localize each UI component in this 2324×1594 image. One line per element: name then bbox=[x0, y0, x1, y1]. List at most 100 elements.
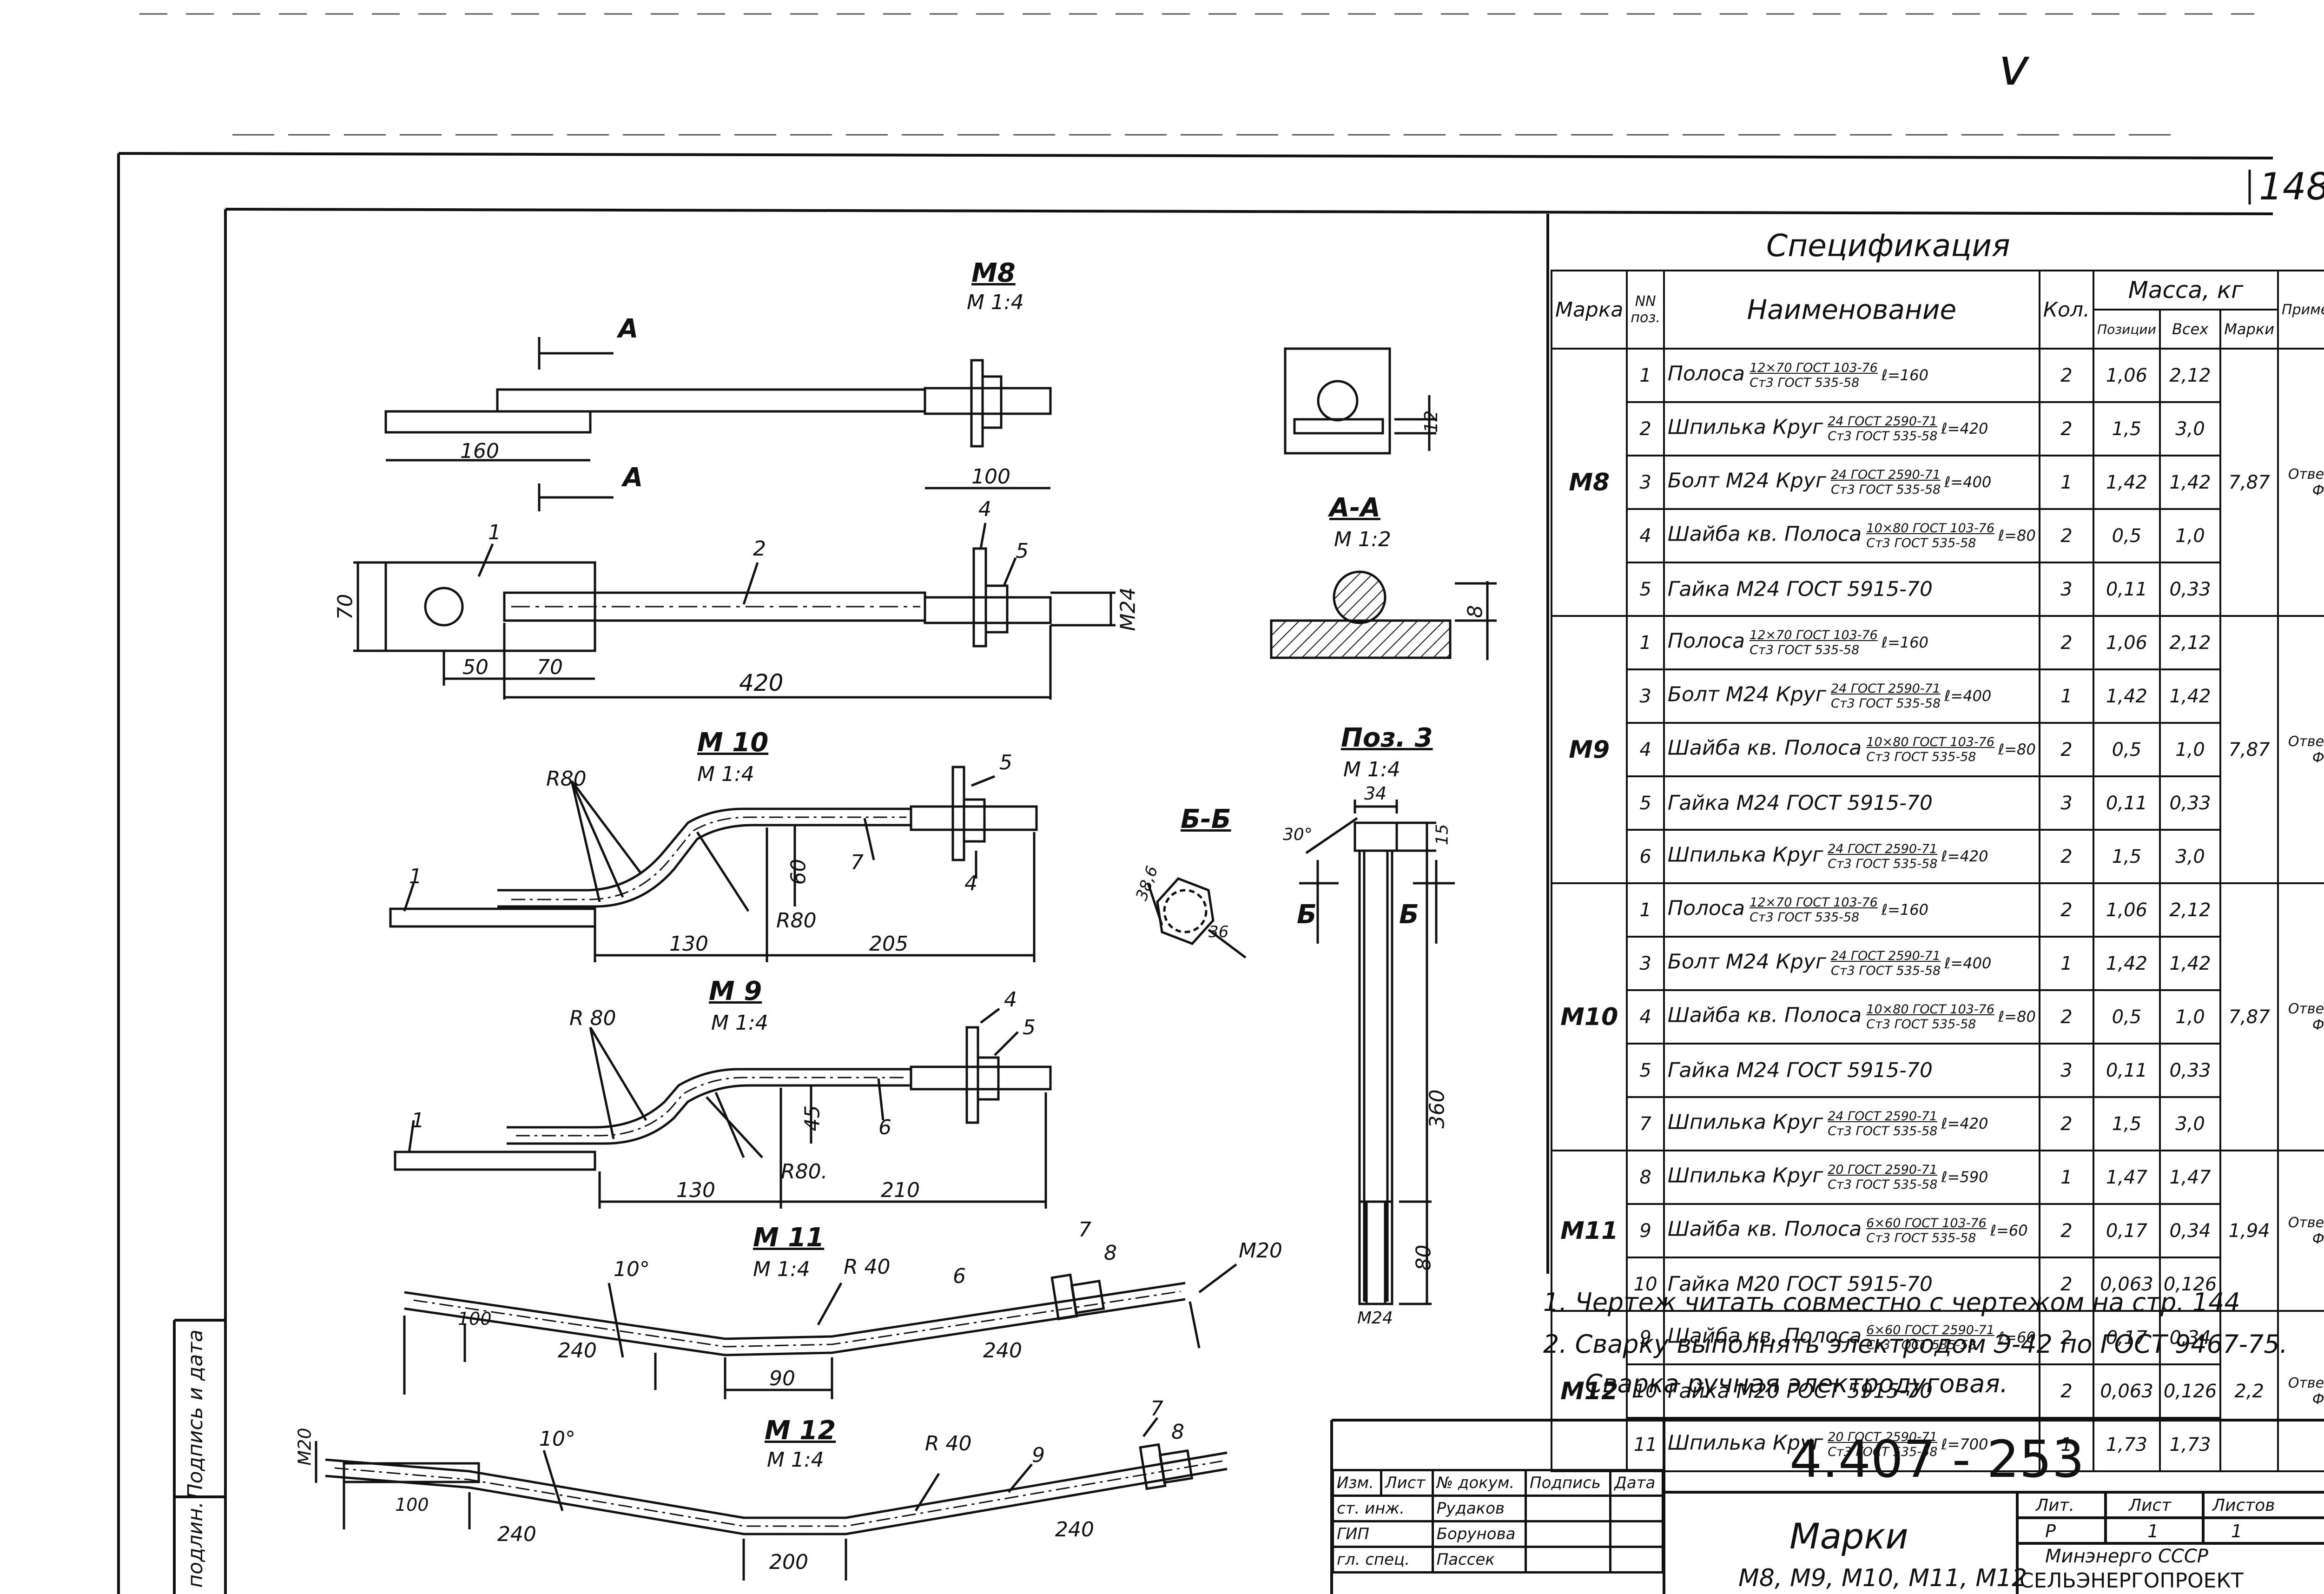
pos3-dim-80: 80 bbox=[1412, 1244, 1436, 1271]
sheet-number: 148 bbox=[2259, 165, 2324, 208]
spec-qty: 1 bbox=[2038, 455, 2095, 510]
spec-pos: 6 bbox=[1626, 829, 1665, 884]
stamp-h-izm: Изм. bbox=[1331, 1469, 1383, 1497]
m12-dim-100: 100 bbox=[395, 1495, 429, 1515]
spec-mark: M11 bbox=[1550, 1150, 1628, 1312]
spec-mass-pos: 1,5 bbox=[2093, 1096, 2161, 1151]
spec-item-standard-top: 24 ГОСТ 2590-71 bbox=[1830, 467, 1941, 482]
spec-pos: 9 bbox=[1626, 1310, 1665, 1365]
m8-dim-50: 50 bbox=[462, 655, 489, 679]
spec-pos: 7 bbox=[1626, 1096, 1665, 1151]
spec-pos: 10 bbox=[1626, 1257, 1665, 1312]
pos3-dim-34: 34 bbox=[1364, 783, 1387, 804]
m10-dim-205: 205 bbox=[869, 932, 908, 956]
spec-item-type: Полоса bbox=[1667, 629, 1745, 653]
spec-mass-pos: 1,06 bbox=[2093, 348, 2161, 403]
spec-item-standard-bottom: Ст3 ГОСТ 535-58 bbox=[1830, 696, 1941, 711]
spec-item-type: Гайка M20 ГОСТ 5915-70 bbox=[1667, 1272, 1933, 1296]
stamp-lit-label: Лит. bbox=[2036, 1496, 2074, 1515]
bb-dim-36: 36 bbox=[1208, 923, 1229, 941]
spec-item-length: ℓ=400 bbox=[1944, 954, 1992, 972]
m8-pos-5: 5 bbox=[1016, 539, 1029, 563]
spec-item-standard-top: 6×60 ГОСТ 2590-71 bbox=[1866, 1323, 1995, 1337]
spec-pos: 3 bbox=[1626, 455, 1665, 510]
spec-item-length: ℓ=80 bbox=[1998, 527, 2036, 544]
m9-dim-r80b: R80. bbox=[781, 1160, 828, 1184]
m11-dim-r40: R 40 bbox=[844, 1255, 891, 1279]
m12-dim-10: 10° bbox=[539, 1427, 575, 1451]
spec-item-standard-bottom: Ст3 ГОСТ 535-58 bbox=[1866, 1017, 1976, 1032]
spec-item-standard-top: 24 ГОСТ 2590-71 bbox=[1830, 681, 1941, 696]
title-block-staff-table: Изм. Лист № докум. Подпись Дата ст. инж.… bbox=[1331, 1469, 1664, 1574]
spec-mass-pos: 0,17 bbox=[2093, 1203, 2161, 1258]
spec-mass-all: 0,34 bbox=[2159, 1310, 2222, 1365]
spec-mass-pos: 1,42 bbox=[2093, 668, 2161, 724]
m12-dim-200: 200 bbox=[769, 1550, 808, 1574]
pos3-section-mark-b2: Б bbox=[1399, 900, 1419, 930]
spec-qty: 1 bbox=[2038, 1150, 2095, 1205]
m9-dim-45: 45 bbox=[800, 1105, 825, 1131]
spec-item-standard-bottom: Ст3 ГОСТ 535-58 bbox=[1750, 642, 1860, 657]
m9-pos-1: 1 bbox=[411, 1109, 424, 1132]
spec-item-standard-bottom: Ст3 ГОСТ 535-58 bbox=[1866, 1337, 1976, 1352]
pos3-dim-360: 360 bbox=[1425, 1089, 1449, 1129]
spec-mass-all: 1,47 bbox=[2159, 1150, 2222, 1205]
m10-title: M 10 bbox=[697, 728, 769, 758]
m11-dim-10: 10° bbox=[614, 1257, 650, 1281]
spec-item-type: Шпилька Круг bbox=[1667, 1164, 1823, 1187]
spec-mass-pos: 1,06 bbox=[2093, 615, 2161, 670]
spec-item-type: Шайба кв. Полоса bbox=[1667, 1217, 1862, 1241]
spec-mass-mark: 1,94 bbox=[2219, 1150, 2279, 1312]
view-m11 bbox=[403, 1263, 1237, 1399]
spec-pos: 8 bbox=[1626, 1150, 1665, 1205]
spec-mass-pos: 0,5 bbox=[2093, 722, 2161, 777]
m8-title: M8 bbox=[971, 258, 1016, 288]
spec-note: Отверстия Ф25 bbox=[2277, 882, 2324, 1151]
spec-item-standard-top: 24 ГОСТ 2590-71 bbox=[1828, 841, 1938, 856]
spec-item-type: Болт M24 Круг bbox=[1667, 950, 1826, 973]
spec-mark: M8 bbox=[1550, 348, 1628, 617]
m12-pos-8: 8 bbox=[1171, 1420, 1184, 1444]
spec-item-length: ℓ=420 bbox=[1941, 1115, 1988, 1132]
spec-item-length: ℓ=420 bbox=[1941, 847, 1988, 865]
spec-item-name: Гайка M24 ГОСТ 5915-70 bbox=[1663, 775, 2040, 831]
spec-mass-all: 1,0 bbox=[2159, 508, 2222, 563]
spec-mass-pos: 0,5 bbox=[2093, 508, 2161, 563]
stamp-r2-role: ГИП bbox=[1332, 1520, 1434, 1548]
m12-scale: M 1:4 bbox=[767, 1448, 824, 1472]
spec-mass-pos: 0,063 bbox=[2093, 1363, 2161, 1419]
spec-item-standard-bottom: Ст3 ГОСТ 535-58 bbox=[1830, 963, 1941, 978]
spec-header-name: Наименование bbox=[1663, 270, 2040, 350]
spec-mass-all: 3,0 bbox=[2159, 829, 2222, 884]
spec-item-standard-top: 6×60 ГОСТ 103-76 bbox=[1866, 1216, 1987, 1230]
m8-dim-160: 160 bbox=[460, 439, 499, 463]
spec-qty: 2 bbox=[2038, 1310, 2095, 1365]
spec-item-standard-bottom: Ст3 ГОСТ 535-58 bbox=[1830, 482, 1941, 497]
spec-header-mark: Марка bbox=[1550, 270, 1628, 350]
spec-mass-pos: 1,42 bbox=[2093, 455, 2161, 510]
m8-dim-70: 70 bbox=[537, 655, 563, 679]
spec-item-standard-bottom: Ст3 ГОСТ 535-58 bbox=[1750, 910, 1860, 925]
spec-mass-pos: 0,11 bbox=[2093, 562, 2161, 617]
spec-header-mass-pos: Позиции bbox=[2093, 309, 2161, 350]
m8-section-mark-a: A bbox=[618, 314, 639, 344]
stamp-sheet-value: 1 bbox=[2147, 1521, 2159, 1541]
